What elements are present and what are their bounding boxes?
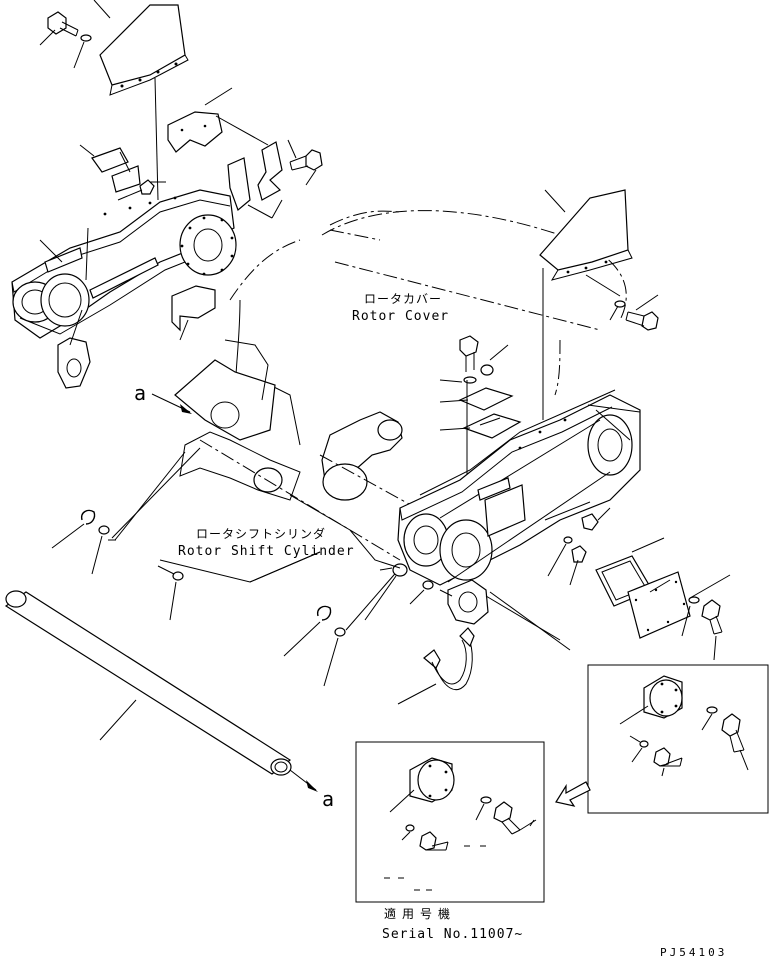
hollow-arrow bbox=[555, 781, 591, 807]
plate-gasket-upper bbox=[167, 87, 233, 153]
detail-box-right bbox=[587, 664, 769, 814]
snap-rings-washers bbox=[51, 447, 434, 687]
chain-case-left bbox=[11, 189, 237, 389]
rotor-cover-label: ロータカバー Rotor Cover bbox=[352, 292, 449, 324]
svg-text:Rotor Shift Cylinder: Rotor Shift Cylinder bbox=[178, 544, 355, 559]
svg-text:a: a bbox=[134, 381, 146, 405]
svg-text:PJ54103: PJ54103 bbox=[660, 946, 727, 959]
serial-label: 適用号機 Serial No.11007~ bbox=[382, 906, 523, 942]
strip-gasket bbox=[89, 257, 159, 299]
fittings-right bbox=[547, 507, 611, 586]
view-marker-a-lower: a bbox=[289, 769, 334, 811]
drive-chain bbox=[397, 627, 475, 705]
bracket-right-upper bbox=[215, 115, 283, 219]
inspection-cover bbox=[595, 537, 691, 639]
chain-case-right bbox=[397, 389, 641, 651]
svg-text:ロータカバー: ロータカバー bbox=[364, 292, 442, 306]
drawing-code: PJ54103 bbox=[660, 946, 727, 959]
rotor-shift-cylinder-label: ロータシフトシリンダ Rotor Shift Cylinder bbox=[178, 526, 355, 559]
svg-text:適用号機: 適用号機 bbox=[384, 906, 456, 921]
rotor-shaft bbox=[4, 590, 292, 776]
svg-text:a: a bbox=[322, 787, 334, 811]
svg-text:Rotor Cover: Rotor Cover bbox=[352, 309, 449, 324]
rotor-cover-outline bbox=[229, 210, 627, 396]
bolt-top-left bbox=[39, 0, 111, 69]
detail-box-lower bbox=[355, 741, 545, 903]
cover-plate-top-left bbox=[99, 4, 189, 201]
view-marker-a-upper: a bbox=[134, 381, 192, 414]
plate-gasket-lower bbox=[171, 285, 216, 341]
gasket-left bbox=[79, 144, 166, 201]
cover-plate-top-right bbox=[539, 189, 633, 420]
bolt-inspection-cover bbox=[681, 574, 731, 661]
svg-text:ロータシフトシリンダ: ロータシフトシリンダ bbox=[196, 526, 326, 541]
bolt-top-right bbox=[609, 294, 659, 331]
svg-text:Serial No.11007~: Serial No.11007~ bbox=[382, 927, 523, 942]
bolt-top-center bbox=[287, 139, 323, 186]
rotor-frame-center bbox=[174, 299, 421, 561]
